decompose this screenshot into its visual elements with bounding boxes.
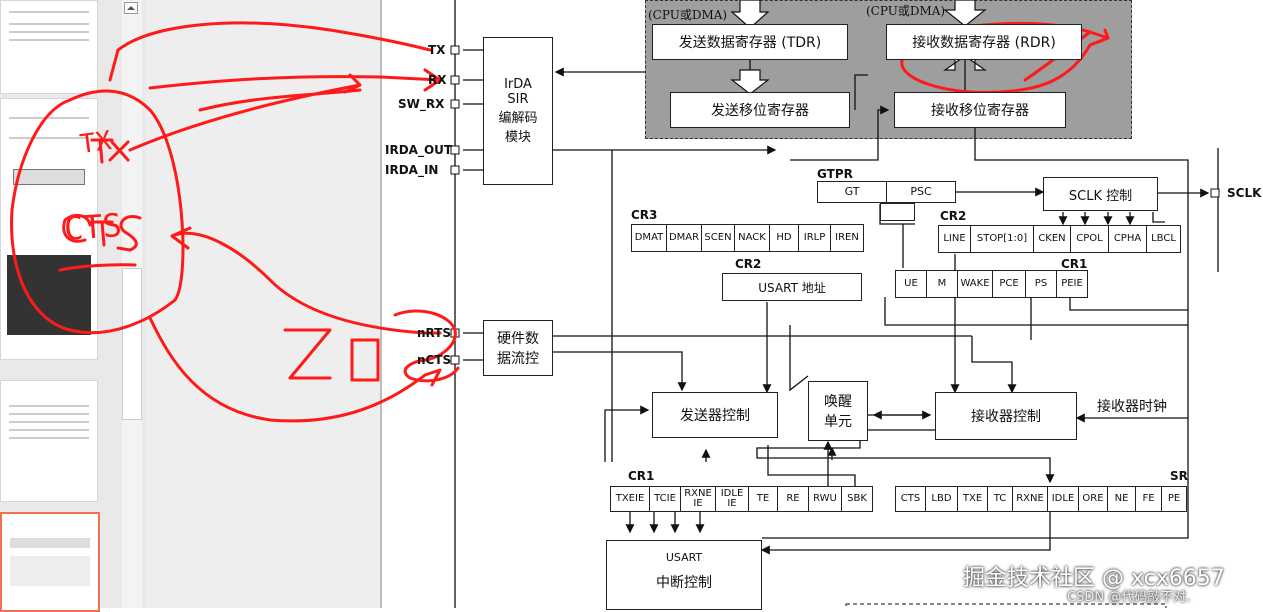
watermark-csdn: CSDN @代码敲不对. (1067, 590, 1191, 605)
sr-field-fe: FE (1135, 486, 1162, 512)
gtpr-field-gt: GT (817, 181, 887, 203)
gtpr-label: GTPR (817, 167, 853, 181)
cr1-field-pce: PCE (992, 270, 1026, 298)
cr1-field-ue: UE (895, 270, 927, 298)
sr-field-rxne: RXNE (1012, 486, 1048, 512)
watermark-juejin: 掘金技术社区 @ xcx6657 (963, 566, 1225, 591)
rx-shift-register: 接收移位寄存器 (894, 92, 1066, 128)
sr-field-txe: TXE (957, 486, 988, 512)
wakeup-unit-block: 唤醒 单元 (808, 381, 868, 441)
sr-field-lbd: LBD (925, 486, 958, 512)
sr-field-pe: PE (1161, 486, 1187, 512)
cr1-field-idleie: IDLE IE (715, 486, 749, 512)
cr1-field-rxneie: RXNE IE (680, 486, 716, 512)
sr-field-cts: CTS (895, 486, 926, 512)
cr2-field-stop: STOP[1:0] (970, 225, 1034, 253)
cr1-field-txeie: TXEIE (610, 486, 650, 512)
pin-sw-rx-label: SW_RX (398, 97, 445, 111)
gtpr-field-psc: PSC (886, 181, 956, 203)
sclk-control-block: SCLK 控制 (1043, 177, 1158, 211)
cr2-mid-label: CR2 (735, 257, 762, 271)
cr2-top-label: CR2 (940, 209, 967, 223)
page-thumbnail[interactable] (0, 380, 98, 502)
page-thumbnail[interactable] (0, 0, 98, 94)
interrupt-usart-label: USART (665, 551, 703, 564)
irda-codec-block: IrDA SIR 编解码 模块 (483, 37, 553, 185)
pin-rx-label: RX (428, 73, 447, 87)
sr-field-ne: NE (1107, 486, 1136, 512)
cr3-field-nack: NACK (734, 224, 770, 252)
cr1-field-te: TE (748, 486, 778, 512)
cr3-field-hd: HD (769, 224, 799, 252)
cr3-field-dmar: DMAR (666, 224, 702, 252)
interrupt-control-block: USART 中断控制 (606, 540, 762, 610)
cr2-field-line: LINE (938, 225, 971, 253)
cr2-field-cpha: CPHA (1108, 225, 1147, 253)
tdr-block: 发送数据寄存器 (TDR) (652, 24, 848, 60)
cr1-field-tcie: TCIE (649, 486, 681, 512)
cr1-top-label: CR1 (1061, 257, 1088, 271)
annotation-cts: CTS (62, 206, 124, 248)
annotation-tx: TX (78, 125, 114, 161)
cr3-label: CR3 (631, 208, 658, 222)
cr1-bottom-label: CR1 (628, 469, 655, 483)
cr3-field-dmat: DMAT (631, 224, 667, 252)
sr-label: SR (1170, 469, 1188, 483)
cr1-field-m: M (926, 270, 958, 298)
pin-irda-in-label: IRDA_IN (385, 163, 439, 177)
hand-drawn-annotations (10, 21, 1110, 423)
cr1-field-re: RE (777, 486, 809, 512)
cr3-field-scen: SCEN (701, 224, 735, 252)
usart-address-block: USART 地址 (722, 273, 862, 301)
pin-sclk-label: SCLK (1227, 186, 1262, 200)
pin-irda-out-label: IRDA_OUT (385, 143, 453, 157)
pin-tx-label: TX (428, 43, 446, 57)
sr-field-idle: IDLE (1047, 486, 1079, 512)
tx-shift-register: 发送移位寄存器 (670, 92, 850, 128)
pin-ncts-label: nCTS (417, 353, 452, 367)
cr1-field-ps: PS (1025, 270, 1057, 298)
cr1-field-sbk: SBK (841, 486, 873, 512)
sr-field-ore: ORE (1078, 486, 1108, 512)
cr3-field-iren: IREN (830, 224, 864, 252)
cr1-field-rwu: RWU (808, 486, 842, 512)
page-thumbnail[interactable] (0, 98, 98, 360)
cr1-field-wake: WAKE (957, 270, 993, 298)
cr2-field-cpol: CPOL (1070, 225, 1109, 253)
receiver-control-block: 接收器控制 (935, 392, 1077, 440)
interrupt-control-label: 中断控制 (656, 575, 712, 591)
transmitter-control-block: 发送器控制 (652, 392, 778, 438)
rdr-block: 接收数据寄存器 (RDR) (886, 24, 1082, 60)
cr2-field-cken: CKEN (1033, 225, 1071, 253)
cr1-field-peie: PEIE (1056, 270, 1088, 298)
scrollbar-thumb[interactable] (122, 268, 142, 420)
hardware-flow-control-block: 硬件数 据流控 (483, 320, 553, 376)
scroll-up-icon[interactable] (124, 2, 138, 14)
cr2-field-lbcl: LBCL (1146, 225, 1181, 253)
pin-nrts-label: nRTS (417, 326, 452, 340)
cpu-dma-left-label: (CPU或DMA) (648, 8, 728, 22)
sr-field-tc: TC (987, 486, 1013, 512)
gtpr-stub (880, 203, 915, 221)
receiver-clock-label: 接收器时钟 (1097, 399, 1167, 415)
page-thumbnail-selected[interactable] (0, 512, 100, 612)
page-gutter (146, 0, 380, 608)
cpu-dma-right-label: (CPU或DMA) (866, 4, 946, 18)
cr3-field-irlp: IRLP (798, 224, 831, 252)
